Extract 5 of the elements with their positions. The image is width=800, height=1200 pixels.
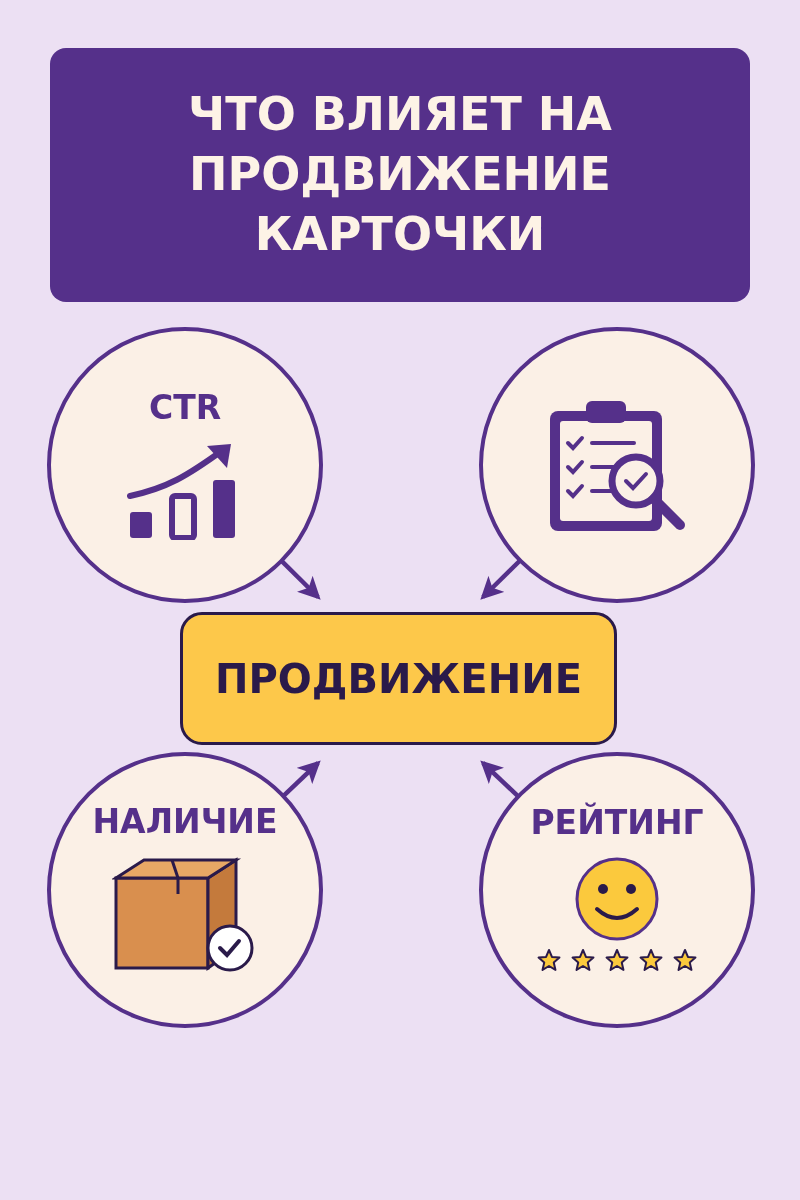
node-label: НАЛИЧИЕ — [92, 804, 278, 838]
node-label: ПРОДВИЖЕНИЕ — [215, 654, 582, 704]
central-box — [180, 612, 617, 745]
title-banner: ЧТО ВЛИЯЕТ НА ПРОДВИЖЕНИЕ КАРТОЧКИ — [50, 48, 750, 302]
node-label: CTR — [148, 390, 222, 424]
